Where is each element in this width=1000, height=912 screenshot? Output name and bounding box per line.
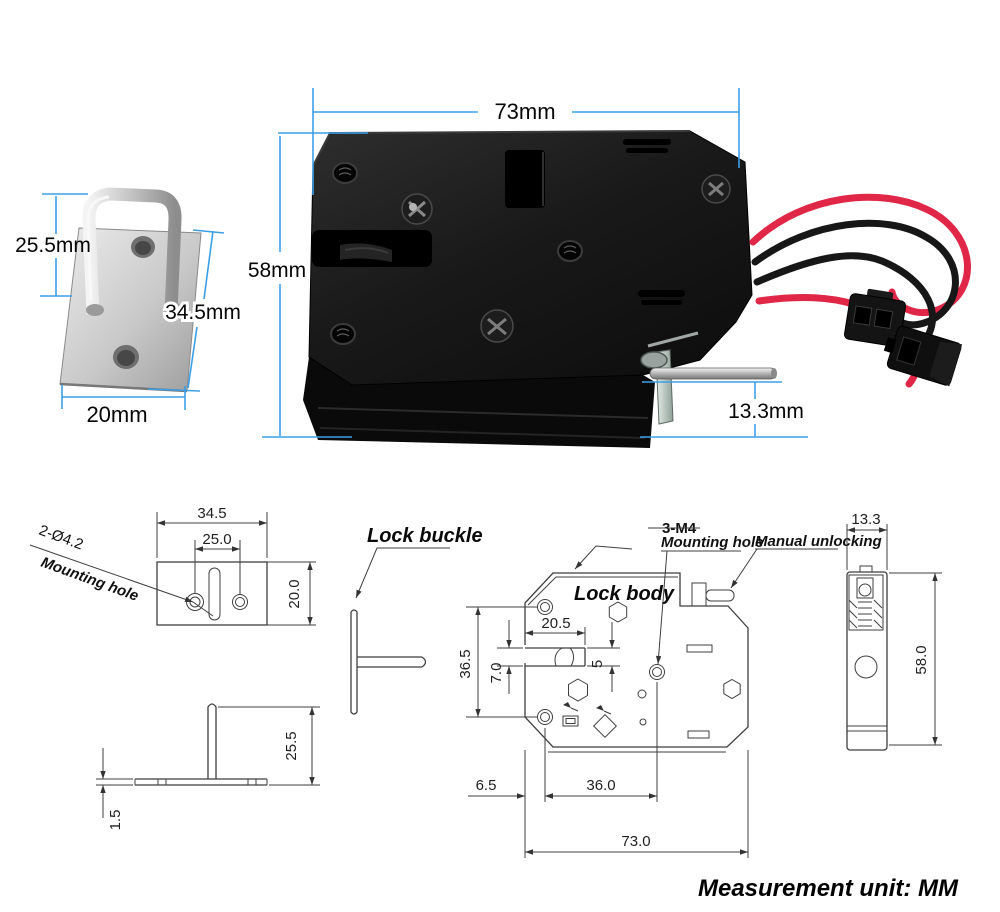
dim-34-5mm-label: 34.5mm [165, 301, 241, 324]
dim-20mm: 20mm [61, 385, 186, 427]
plate-top-view: 34.5 25.0 20.0 2-Ø4.2 Mounting hole [29, 505, 316, 626]
dim-25-5mm: 25.5mm [15, 193, 91, 297]
plate-hole-callout: 2-Ø4.2 [37, 522, 86, 554]
dim-58mm-label: 58mm [248, 259, 306, 282]
phillips-screw [401, 193, 433, 225]
center-slot [505, 150, 545, 208]
side-width-dim: 13.3 [851, 511, 880, 528]
plate-hole-callout-name: Mounting hole [39, 554, 141, 605]
body-side-view: 13.3 58.0 [846, 511, 942, 751]
mounting-hole-callout: Mounting hole [661, 534, 763, 551]
latch-slot-drawing [525, 647, 586, 667]
body-label: Lock body [574, 583, 675, 605]
hole-distance-dim: 36.0 [586, 777, 615, 794]
black-wire [753, 252, 936, 350]
vent-slot [623, 139, 671, 153]
dim-73mm: 73mm [312, 88, 740, 195]
body-front-view: Lock body 3-M4 Mounting hole Manual unlo… [457, 520, 882, 858]
dim-58mm: 58mm [248, 132, 368, 438]
dim-34-5mm: 34.5mm [147, 229, 244, 392]
plate-side-view: 25.5 1.5 [96, 703, 320, 831]
photo-dimensions: 73mm 58mm 25.5mm 34.5mm [15, 88, 808, 438]
wire-harness [749, 193, 971, 388]
pin-shaft [649, 367, 777, 380]
manual-unlocking-callout: Manual unlocking [755, 533, 882, 550]
dim-20mm-label: 20mm [86, 402, 147, 427]
measurement-unit-note: Measurement unit: MM [698, 875, 959, 902]
dim-13-3mm-label: 13.3mm [728, 400, 804, 423]
threaded-hole [332, 162, 358, 184]
edge-offset-dim: 6.5 [476, 777, 497, 794]
plate-thickness-dim: 1.5 [107, 810, 124, 831]
push-pin [640, 331, 777, 425]
lock-photo [303, 130, 971, 448]
plate-width-dim: 34.5 [197, 505, 226, 522]
phillips-screw [701, 174, 731, 204]
buckle-photo [59, 187, 202, 393]
slot-offset-dim: 7.0 [488, 663, 505, 684]
latch-slot [312, 230, 432, 267]
buckle-side-view: Lock buckle [350, 525, 483, 715]
manual-unlock-pin [688, 582, 735, 607]
slot-height-dim: 5 [589, 660, 606, 668]
wire-connector-female [844, 288, 907, 347]
drawing-section: 34.5 25.0 20.0 2-Ø4.2 Mounting hole [29, 505, 959, 902]
threaded-hole [330, 323, 356, 345]
plate-hole-spacing-dim: 25.0 [202, 531, 231, 548]
dim-25-5mm-label: 25.5mm [15, 234, 91, 257]
threaded-hole [557, 240, 583, 262]
side-height-dim: 58.0 [913, 645, 930, 674]
plate-height-dim: 20.0 [286, 579, 303, 608]
vent-slot [638, 290, 685, 305]
black-wire [751, 219, 959, 329]
slot-depth-dim: 20.5 [541, 615, 570, 632]
lock-base [303, 357, 655, 448]
post-height-dim: 25.5 [283, 731, 300, 760]
dim-13-3mm: 13.3mm [640, 381, 808, 438]
phillips-screw [480, 309, 514, 343]
direction-arrow-icon [563, 702, 604, 711]
pin-bolt [640, 351, 668, 369]
hole-span-dim: 36.5 [457, 649, 474, 678]
wire-connector-male [883, 325, 963, 387]
dim-73mm-label: 73mm [494, 99, 555, 124]
photo-section: 73mm 58mm 25.5mm 34.5mm [15, 88, 971, 448]
total-width-dim: 73.0 [621, 833, 650, 850]
buckle-label: Lock buckle [367, 525, 483, 547]
red-wire [749, 193, 971, 316]
